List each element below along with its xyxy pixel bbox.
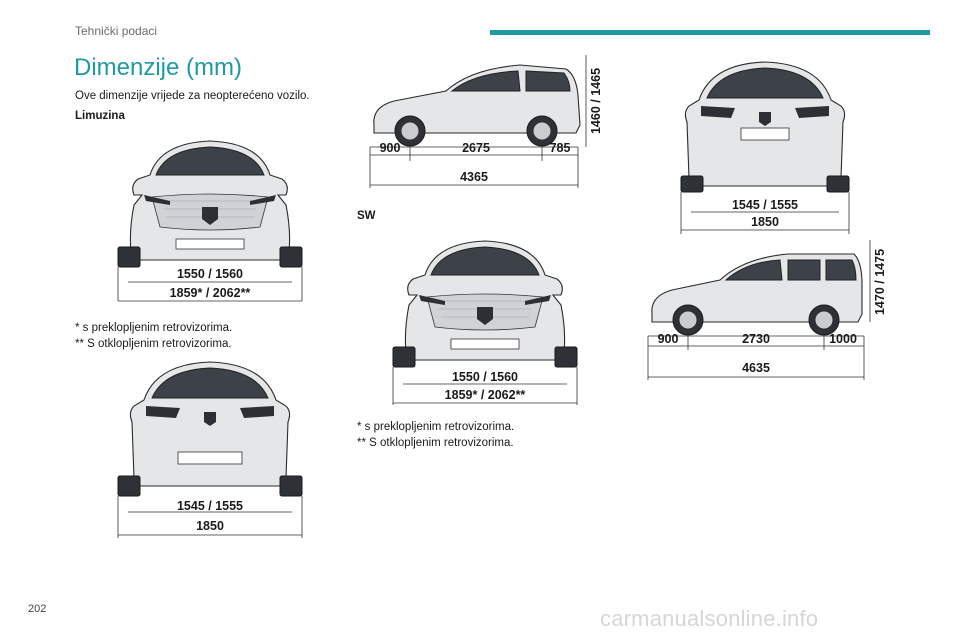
limuzina-rear-diagram-right: 1545 / 1555 1850: [680, 61, 850, 234]
sw-side-diagram: 900 2730 1000 4635 1470 / 1475: [647, 240, 887, 380]
sw-front-width: 1859* / 2062**: [445, 388, 526, 402]
limuzina-rear-width: 1850: [196, 519, 224, 533]
limuzina-rear-track: 1545 / 1555: [177, 499, 243, 513]
limuzina-front-track: 1550 / 1560: [177, 267, 243, 281]
notes-1: * s preklopljenim retrovizorima. ** S ot…: [75, 320, 232, 352]
sw-wheelbase: 2730: [742, 332, 770, 346]
limuzina-rear-right-track: 1545 / 1555: [732, 198, 798, 212]
intro-text: Ove dimenzije vrijede za neopterećeno vo…: [75, 90, 310, 102]
header-accent-bar: [490, 30, 930, 35]
page-number: 202: [28, 603, 47, 615]
limuzina-front-overhang: 900: [380, 141, 401, 155]
limuzina-length: 4365: [460, 170, 488, 184]
sw-length: 4635: [742, 361, 770, 375]
note-unfolded-2: ** S otklopljenim retrovizorima.: [357, 437, 514, 449]
note-unfolded: ** S otklopljenim retrovizorima.: [75, 338, 232, 350]
limuzina-heading: Limuzina: [75, 110, 125, 122]
limuzina-rear-right-width: 1850: [751, 215, 779, 229]
limuzina-front-width: 1859* / 2062**: [170, 286, 251, 300]
section-title: Tehnički podaci: [75, 24, 158, 38]
notes-2: * s preklopljenim retrovizorima. ** S ot…: [357, 419, 514, 451]
limuzina-rear-diagram: 1545 / 1555 1850: [117, 361, 303, 538]
limuzina-wheelbase: 2675: [462, 141, 490, 155]
sw-height: 1470 / 1475: [873, 249, 887, 315]
limuzina-rear-overhang: 785: [550, 141, 571, 155]
sw-rear-overhang: 1000: [829, 332, 857, 346]
note-folded-2: * s preklopljenim retrovizorima.: [357, 421, 515, 433]
limuzina-front-diagram: 1550 / 1560 1859* / 2062**: [117, 140, 303, 302]
watermark: carmanualsonline.info: [600, 606, 819, 631]
sw-front-diagram: 1550 / 1560 1859* / 2062**: [392, 240, 578, 405]
sw-front-overhang: 900: [658, 332, 679, 346]
sw-heading: SW: [357, 210, 376, 222]
sw-front-track: 1550 / 1560: [452, 370, 518, 384]
note-folded: * s preklopljenim retrovizorima.: [75, 322, 233, 334]
limuzina-height: 1460 / 1465: [589, 68, 603, 134]
limuzina-side-diagram: 900 2675 785 4365 1460 / 1465: [369, 55, 603, 188]
page-title: Dimenzije (mm): [74, 54, 242, 81]
